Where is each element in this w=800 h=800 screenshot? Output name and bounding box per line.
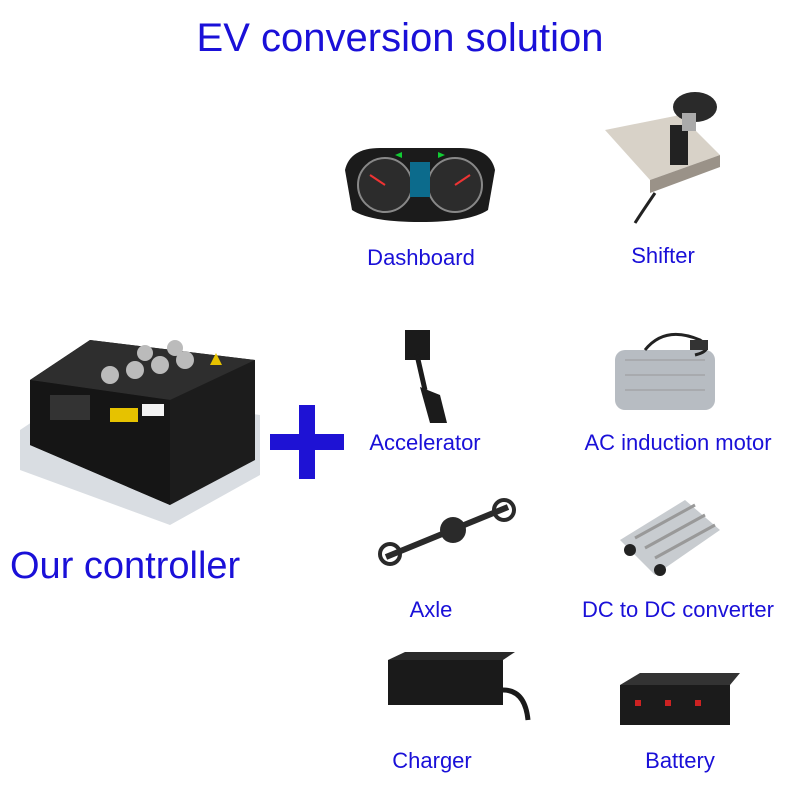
motor-label: AC induction motor: [584, 430, 772, 455]
charger-label: Charger: [392, 748, 472, 773]
controller-label: Our controller: [10, 545, 241, 587]
battery-image: [620, 673, 740, 725]
shifter-image: [605, 92, 720, 224]
motor-image: [615, 332, 715, 410]
converter-image: [620, 500, 720, 576]
controller-image: [20, 340, 260, 525]
accelerator-label: Accelerator: [369, 430, 481, 455]
converter-label: DC to DC converter: [582, 597, 774, 622]
plus-icon: [270, 405, 344, 479]
page-title: EV conversion solution: [196, 16, 604, 60]
dashboard-image: [345, 148, 495, 222]
axle-label: Axle: [409, 597, 453, 622]
dashboard-label: Dashboard: [367, 245, 475, 270]
charger-image: [388, 652, 531, 721]
accelerator-image: [405, 330, 447, 423]
axle-image: [378, 498, 516, 566]
battery-label: Battery: [645, 748, 715, 773]
shifter-label: Shifter: [631, 243, 695, 268]
